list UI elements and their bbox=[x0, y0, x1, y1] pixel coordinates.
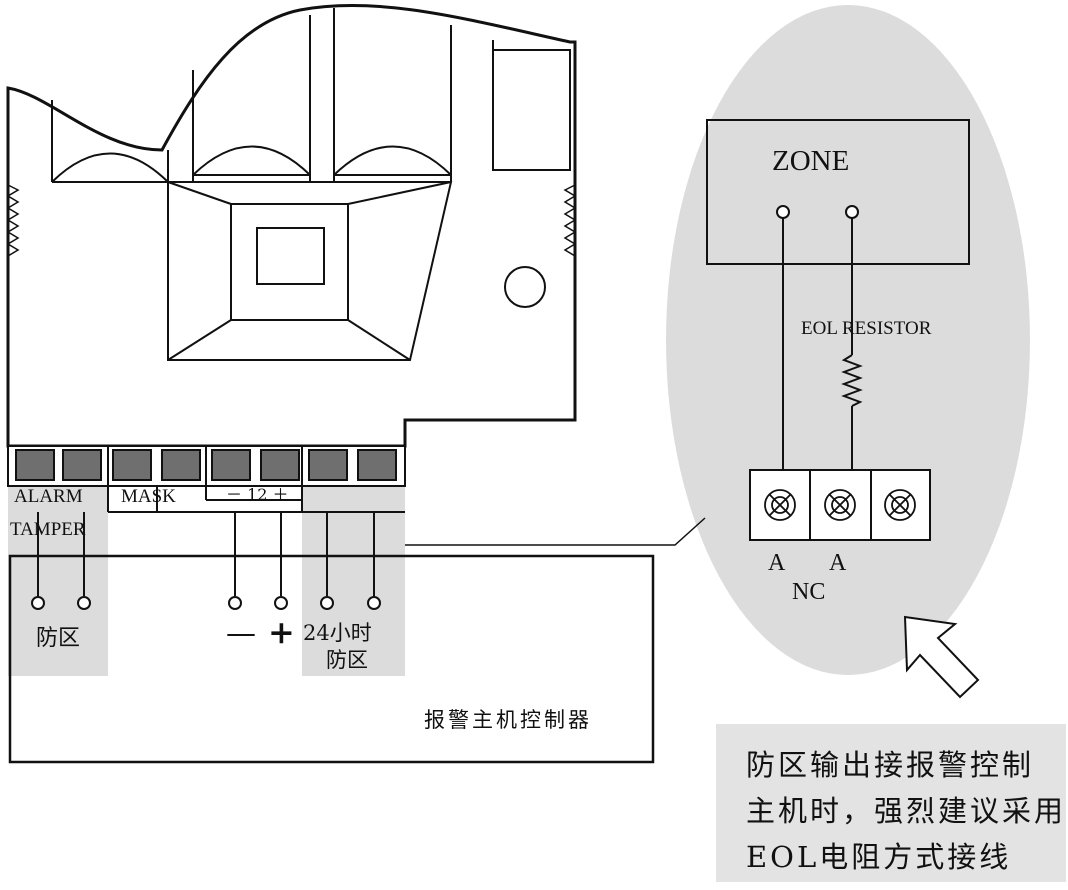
spring-right bbox=[563, 184, 577, 257]
eol-resistor bbox=[841, 354, 863, 407]
label-zone: 防区 bbox=[36, 626, 80, 651]
terminal-nc: NC bbox=[792, 579, 825, 605]
screw-terminal bbox=[764, 489, 796, 521]
lens-dome-left bbox=[51, 152, 169, 183]
pyramid-center bbox=[230, 203, 349, 321]
terminal-a-left: A bbox=[768, 550, 786, 576]
note-line-1: 防区输出接报警控制 bbox=[746, 748, 1035, 782]
spring-left bbox=[6, 184, 20, 257]
detector-body bbox=[6, 3, 577, 448]
sensor-window bbox=[256, 227, 325, 285]
side-component bbox=[492, 49, 571, 171]
zone-title: ZONE bbox=[772, 145, 849, 177]
callout-line bbox=[405, 517, 706, 546]
minus-sign: — bbox=[226, 616, 256, 651]
label-power: － 12 ＋ bbox=[226, 485, 289, 504]
inset-terminal-block bbox=[749, 469, 931, 541]
terminal-a-right: A bbox=[829, 550, 847, 576]
control-panel-box bbox=[8, 554, 655, 764]
label-alarm: ALARM bbox=[14, 486, 83, 507]
terminal-block bbox=[15, 449, 55, 481]
note-line-2: 主机时，强烈建议采用 bbox=[746, 794, 1067, 828]
inset-ellipse bbox=[666, 5, 1030, 675]
plus-sign: + bbox=[268, 613, 295, 651]
label-zone-24: 防区 bbox=[326, 648, 368, 672]
label-tamper: TAMPER bbox=[10, 519, 86, 540]
label-24h: 24小时 bbox=[303, 621, 372, 645]
panel-terminal bbox=[31, 596, 45, 610]
panel-title: 报警主机控制器 bbox=[424, 708, 592, 732]
label-mask: MASK bbox=[121, 486, 176, 507]
resistor-label: EOL RESISTOR bbox=[801, 318, 932, 339]
mounting-hole bbox=[504, 266, 546, 308]
zone-box bbox=[706, 119, 970, 265]
terminal-strip bbox=[7, 445, 406, 513]
pointer-arrow-icon bbox=[903, 615, 980, 699]
note-box: 防区输出接报警控制 主机时，强烈建议采用 EOL电阻方式接线 bbox=[716, 724, 1066, 882]
zone-terminal-right bbox=[845, 205, 859, 219]
note-line-3: EOL电阻方式接线 bbox=[746, 840, 1012, 874]
zone-terminal-left bbox=[776, 205, 790, 219]
detector-outline bbox=[6, 3, 577, 448]
panel-wires bbox=[31, 512, 381, 610]
